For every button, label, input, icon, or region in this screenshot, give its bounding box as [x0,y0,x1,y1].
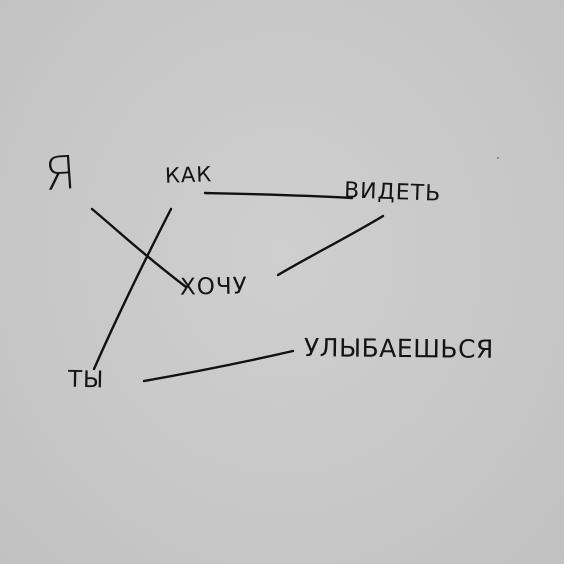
line-ya-hochu [90,207,188,289]
line-ty-ulybaeshsya [142,349,295,383]
line-kak-videt [203,191,354,200]
word-videt: ВИДЕТЬ [343,178,442,207]
word-kak: КАК [164,162,213,188]
word-ya: Я [42,144,78,202]
line-videt-hochu [276,214,385,277]
word-ty: ТЫ [67,366,105,394]
line-kak-ty [92,207,173,371]
word-hochu: ХОЧУ [179,273,248,301]
paper-speck [497,157,499,159]
word-ulybaeshsya: УЛЫБАЕШЬСЯ [303,333,494,364]
